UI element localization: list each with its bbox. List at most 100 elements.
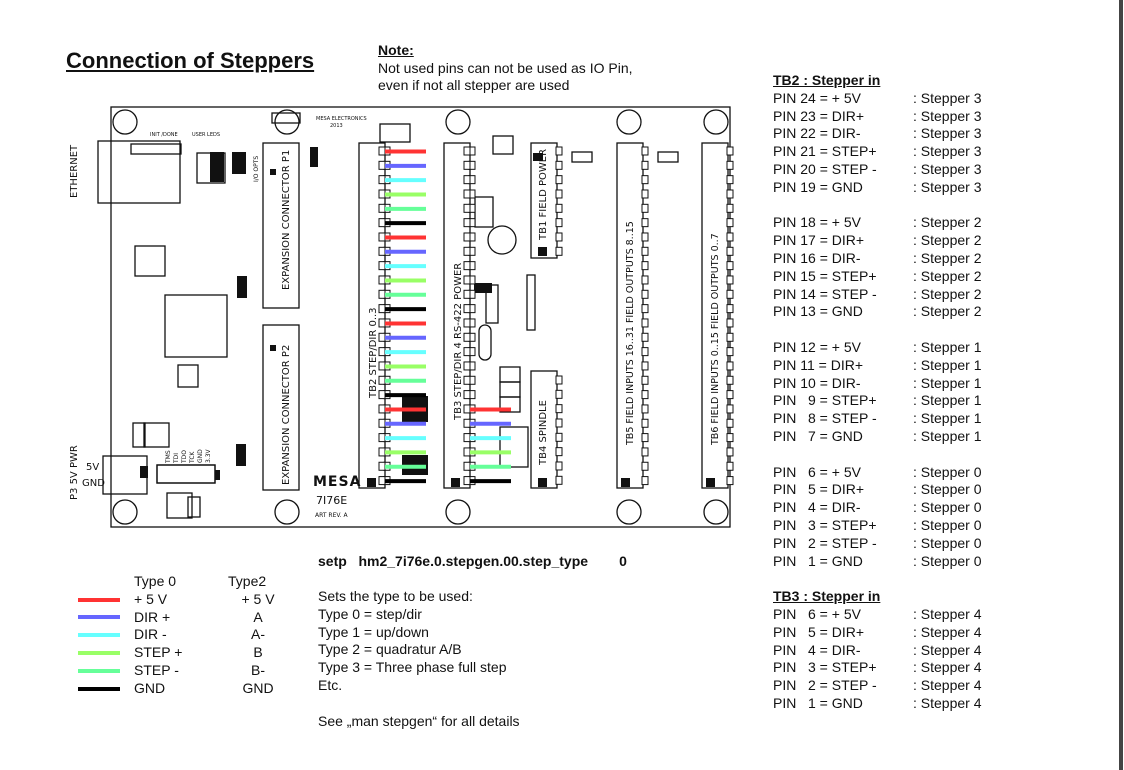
pin-assignment: PIN 4 = DIR- <box>773 641 861 658</box>
pin-assignment: PIN 13 = GND <box>773 303 863 320</box>
terminal-pin <box>641 332 649 342</box>
pin-stepper: : Stepper 1 <box>913 427 982 444</box>
setp-value: 0 <box>619 553 627 569</box>
pin-assignment: PIN 12 = + 5V <box>773 338 861 355</box>
jtag-label: TDO <box>181 450 188 464</box>
terminal-pin <box>726 361 734 371</box>
terminal-pin <box>555 475 563 485</box>
legend-type2-label: B <box>253 644 263 661</box>
pin-assignment: PIN 8 = STEP - <box>773 410 877 427</box>
terminal-pin <box>378 175 386 185</box>
pin-stepper: : Stepper 2 <box>913 232 982 249</box>
terminal-pin <box>555 189 563 199</box>
pin-stepper: : Stepper 2 <box>913 303 982 320</box>
pin-row: PIN 5 = DIR+: Stepper 4 <box>773 624 982 642</box>
pin-row: PIN 3 = STEP+: Stepper 4 <box>773 659 982 677</box>
terminal-pin <box>378 160 386 170</box>
terminal-pin <box>378 433 386 443</box>
legend-row: STEP +B <box>78 644 288 662</box>
terminal-pin <box>641 476 649 486</box>
pin-assignment: PIN 17 = DIR+ <box>773 232 865 249</box>
pin-row: PIN 13 = GND : Stepper 2 <box>773 303 982 321</box>
tb6-label: TB6 FIELD INPUTS 0..15 FIELD OUTPUTS 0..… <box>710 233 721 446</box>
pin-stepper: : Stepper 3 <box>913 125 982 142</box>
terminal-pin <box>378 447 386 457</box>
expansion-connector-p1 <box>262 142 300 309</box>
terminal-pin <box>378 203 386 213</box>
terminal-pin <box>726 160 734 170</box>
pin-row: PIN 23 = DIR+: Stepper 3 <box>773 108 982 126</box>
terminal-pin <box>555 389 563 399</box>
terminal-pin <box>641 218 649 228</box>
pin-stepper: : Stepper 3 <box>913 160 982 177</box>
legend-row: DIR +A <box>78 609 288 627</box>
board-outline <box>110 106 731 528</box>
ethernet-label: ETHERNET <box>69 144 80 198</box>
pin-assignment: PIN 11 = DIR+ <box>773 356 864 373</box>
terminal-pin <box>378 318 386 328</box>
pin-row: PIN 1 = GND: Stepper 0 <box>773 553 982 571</box>
pin-stepper: : Stepper 1 <box>913 410 982 427</box>
terminal-pin <box>378 275 386 285</box>
legend-row: + 5 V+ 5 V <box>78 591 288 609</box>
terminal-pin <box>378 375 386 385</box>
legend-col-type2: Type2 <box>228 573 267 589</box>
terminal-pin <box>463 175 471 185</box>
legend-type0-label: + 5 V <box>134 590 168 607</box>
pin-row: PIN 8 = STEP - : Stepper 1 <box>773 410 982 428</box>
pin-stepper: : Stepper 0 <box>913 481 982 498</box>
terminal-pin <box>726 461 734 471</box>
terminal-pin <box>378 461 386 471</box>
terminal-pin <box>641 189 649 199</box>
pin-stepper: : Stepper 0 <box>913 463 982 480</box>
terminal-pin <box>463 447 471 457</box>
pin-row: PIN 6 = + 5V: Stepper 4 <box>773 606 982 624</box>
tb1-label: TB1 FIELD POWER <box>538 149 549 241</box>
pin-assignment: PIN 7 = GND <box>773 427 863 444</box>
pin-stepper: : Stepper 3 <box>913 178 982 195</box>
pin-assignment: PIN 24 = + 5V <box>773 89 861 106</box>
pin-stepper: : Stepper 1 <box>913 392 982 409</box>
pin-row: PIN 2 = STEP -: Stepper 0 <box>773 535 982 553</box>
tb5-block <box>616 142 644 489</box>
legend-type2-label: A- <box>251 626 265 643</box>
terminal-pin <box>463 404 471 414</box>
pin-assignment: PIN 1 = GND <box>773 552 863 569</box>
terminal-pin <box>555 375 563 385</box>
tb1-block <box>530 142 558 259</box>
pin-row: PIN 14 = STEP -: Stepper 2 <box>773 286 982 304</box>
pin-assignment: PIN 22 = DIR- <box>773 125 861 142</box>
tb5-label: TB5 FIELD INPUTS 16..31 FIELD OUTPUTS 8.… <box>625 221 636 446</box>
terminal-pin <box>641 246 649 256</box>
terminal-pin <box>726 404 734 414</box>
terminal-pin <box>555 160 563 170</box>
terminal-pin <box>726 433 734 443</box>
terminal-pin <box>726 304 734 314</box>
terminal-pin <box>555 246 563 256</box>
terminal-pin <box>726 275 734 285</box>
legend-swatch <box>78 615 120 620</box>
pin-stepper: : Stepper 4 <box>913 694 982 711</box>
pin-row: PIN 24 = + 5V: Stepper 3 <box>773 90 982 108</box>
terminal-pin <box>378 246 386 256</box>
terminal-pin <box>726 189 734 199</box>
pin-stepper: : Stepper 2 <box>913 249 982 266</box>
jtag-label: TCK <box>189 450 196 464</box>
ethernet-jack <box>97 140 181 204</box>
terminal-pin <box>726 476 734 486</box>
terminal-pin <box>555 232 563 242</box>
exp-p2-label: EXPANSION CONNECTOR P2 <box>281 345 292 485</box>
tb2-heading: TB2 : Stepper in <box>773 72 881 88</box>
terminal-pin <box>641 304 649 314</box>
pin-row: PIN 4 = DIR-: Stepper 0 <box>773 499 982 517</box>
terminal-pin <box>378 261 386 271</box>
terminal-pin <box>378 418 386 428</box>
pin-assignment: PIN 9 = STEP+ <box>773 392 877 409</box>
terminal-pin <box>555 418 563 428</box>
pin-assignment: PIN 10 = DIR- <box>773 374 861 391</box>
terminal-pin <box>463 261 471 271</box>
pin-row: PIN 15 = STEP+: Stepper 2 <box>773 268 982 286</box>
terminal-pin <box>726 232 734 242</box>
desc-line: Type 2 = quadratur A/B <box>318 641 462 658</box>
setp-cmd: setp <box>318 553 347 569</box>
